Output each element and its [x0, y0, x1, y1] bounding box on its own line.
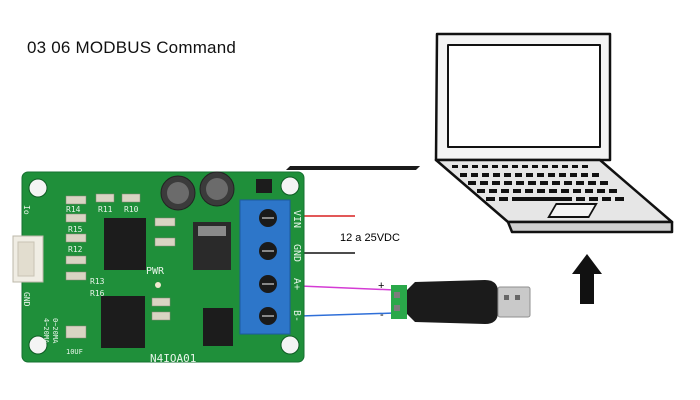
- wire-b-minus: [299, 312, 396, 317]
- label-gnd: GND: [22, 292, 31, 307]
- terminal-a-plus: A+: [291, 278, 302, 290]
- laptop-icon: [285, 32, 674, 234]
- terminal-gnd: GND: [291, 244, 302, 262]
- label-model: N4IOA01: [150, 352, 196, 365]
- label-cap: 10UF: [66, 348, 83, 356]
- usb-adapter-icon: [391, 280, 531, 324]
- label-r12: R12: [68, 245, 83, 254]
- laptop-keyboard: [452, 165, 624, 201]
- laptop-trackpad: [547, 203, 598, 218]
- label-r11: R11: [98, 205, 113, 214]
- ic-2: [101, 296, 145, 348]
- label-io: Io: [22, 205, 31, 215]
- label-r13: R13: [90, 277, 105, 286]
- label-pwr: PWR: [146, 266, 165, 277]
- ic-1: [104, 218, 146, 270]
- ic-3: [203, 308, 233, 346]
- label-r14: R14: [66, 205, 81, 214]
- terminal-vin: VIN: [291, 210, 302, 228]
- label-range2: 0~20MA: [51, 318, 59, 344]
- label-r10: R10: [124, 205, 139, 214]
- plus-label: +: [378, 280, 385, 292]
- power-supply-label: 12 a 25VDC: [340, 232, 400, 244]
- label-r15: R15: [68, 225, 83, 234]
- terminal-b-minus: B-: [291, 310, 302, 322]
- label-r16: R16: [90, 289, 105, 298]
- label-range1: 4~20MA: [42, 318, 50, 344]
- arrow-up-icon: [572, 254, 602, 304]
- modbus-board-icon: R14 R11 R10 R15 R12 R13 R16 PWR N4IOA01 …: [12, 171, 305, 365]
- minus-label: -: [380, 309, 384, 321]
- wire-a-plus: [299, 285, 396, 291]
- page-title: 03 06 MODBUS Command: [27, 38, 237, 57]
